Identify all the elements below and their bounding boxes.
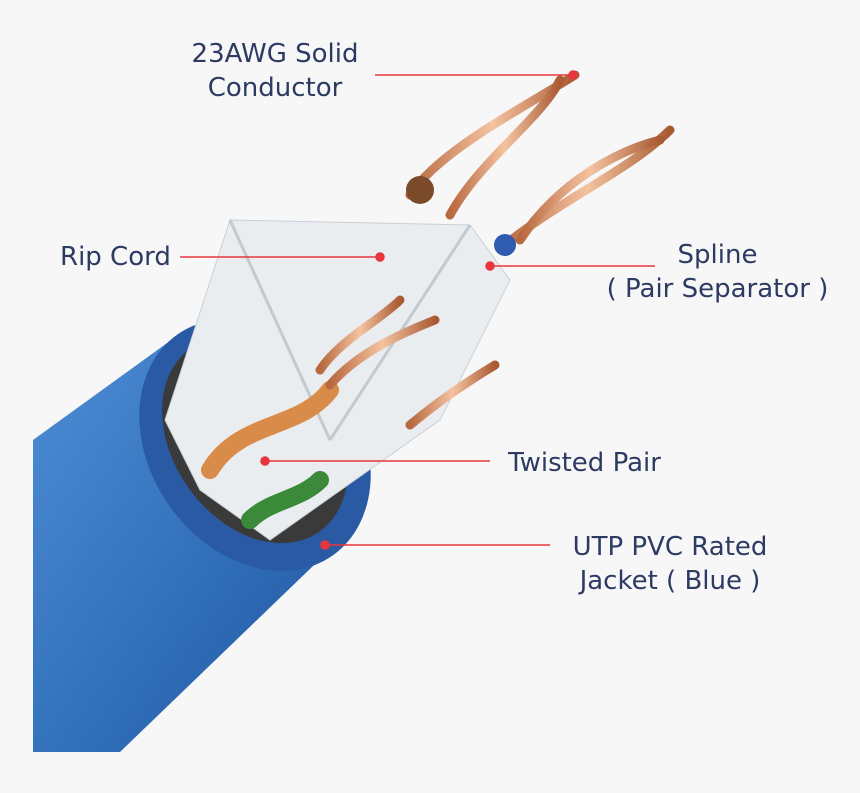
leader-lines <box>180 70 655 550</box>
twisted-pair-dot <box>260 456 270 466</box>
conductor-dot <box>568 70 578 80</box>
spline-label-line1: Spline <box>677 240 758 270</box>
jacket-label: UTP PVC Rated Jacket ( Blue ) <box>560 530 780 598</box>
jacket-label-line2: Jacket ( Blue ) <box>579 566 761 596</box>
conductor-label-line2: Conductor <box>207 73 343 103</box>
spline-dot <box>485 261 495 271</box>
jacket-dot <box>320 540 330 550</box>
rip-cord-dot <box>375 252 385 262</box>
spline-label: Spline ( Pair Separator ) <box>600 238 835 306</box>
spline-label-line2: ( Pair Separator ) <box>606 274 829 304</box>
rip-cord-label: Rip Cord <box>60 242 171 272</box>
conductor-label: 23AWG Solid Conductor <box>175 37 375 105</box>
twisted-pair-label: Twisted Pair <box>508 448 661 478</box>
jacket-label-line1: UTP PVC Rated <box>572 532 768 562</box>
conductor-label-line1: 23AWG Solid <box>191 39 359 69</box>
twisted-pairs <box>201 70 675 529</box>
